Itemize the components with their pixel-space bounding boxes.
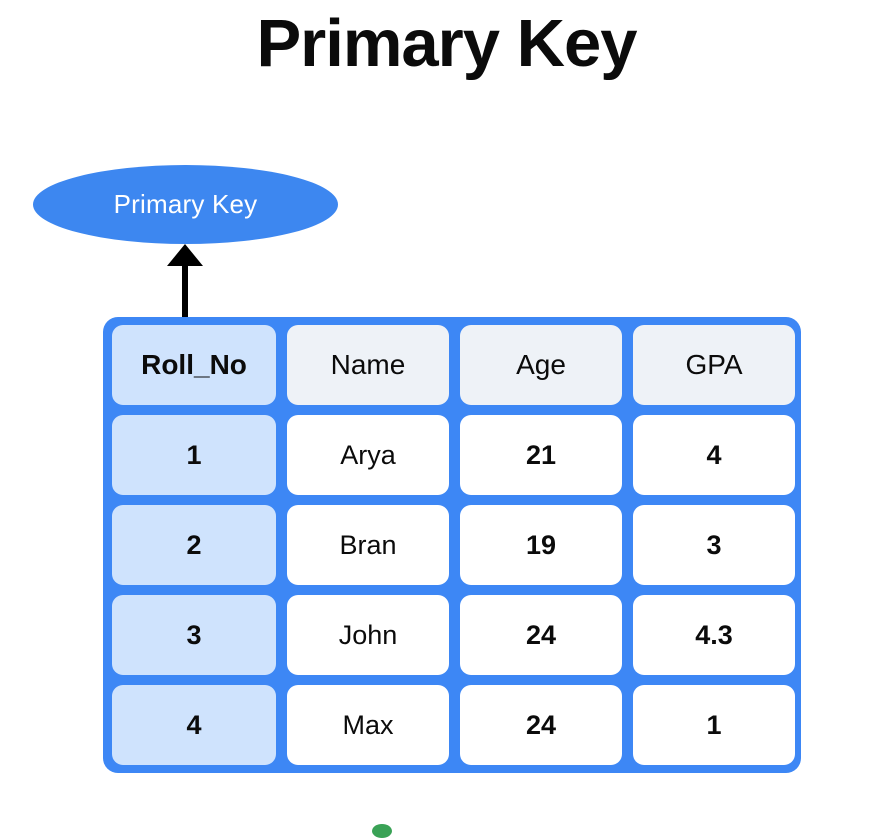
cell-age: 24 (460, 685, 622, 765)
cell-roll-no: 1 (112, 415, 276, 495)
cell-name: John (287, 595, 449, 675)
cell-name: Bran (287, 505, 449, 585)
column-header-age: Age (460, 325, 622, 405)
primary-key-callout: Primary Key (33, 165, 338, 244)
clipped-green-shape (372, 824, 392, 838)
cell-age: 19 (460, 505, 622, 585)
cell-age: 24 (460, 595, 622, 675)
table-row: 1 Arya 21 4 (112, 415, 795, 495)
cell-age: 21 (460, 415, 622, 495)
cell-name: Arya (287, 415, 449, 495)
page-title: Primary Key (256, 6, 637, 81)
primary-key-callout-label: Primary Key (113, 188, 258, 219)
primary-key-table: Roll_No Name Age GPA 1 Arya 21 4 2 Bran … (103, 317, 801, 773)
cell-roll-no: 3 (112, 595, 276, 675)
cell-gpa: 4 (633, 415, 795, 495)
column-header-name: Name (287, 325, 449, 405)
table-row: 3 John 24 4.3 (112, 595, 795, 675)
table-row: 2 Bran 19 3 (112, 505, 795, 585)
cell-name: Max (287, 685, 449, 765)
cell-gpa: 1 (633, 685, 795, 765)
table-header-row: Roll_No Name Age GPA (112, 325, 795, 405)
cell-roll-no: 4 (112, 685, 276, 765)
column-header-roll-no: Roll_No (112, 325, 276, 405)
cell-gpa: 4.3 (633, 595, 795, 675)
column-header-gpa: GPA (633, 325, 795, 405)
table-row: 4 Max 24 1 (112, 685, 795, 765)
up-arrow-icon (167, 244, 203, 322)
cell-gpa: 3 (633, 505, 795, 585)
cell-roll-no: 2 (112, 505, 276, 585)
